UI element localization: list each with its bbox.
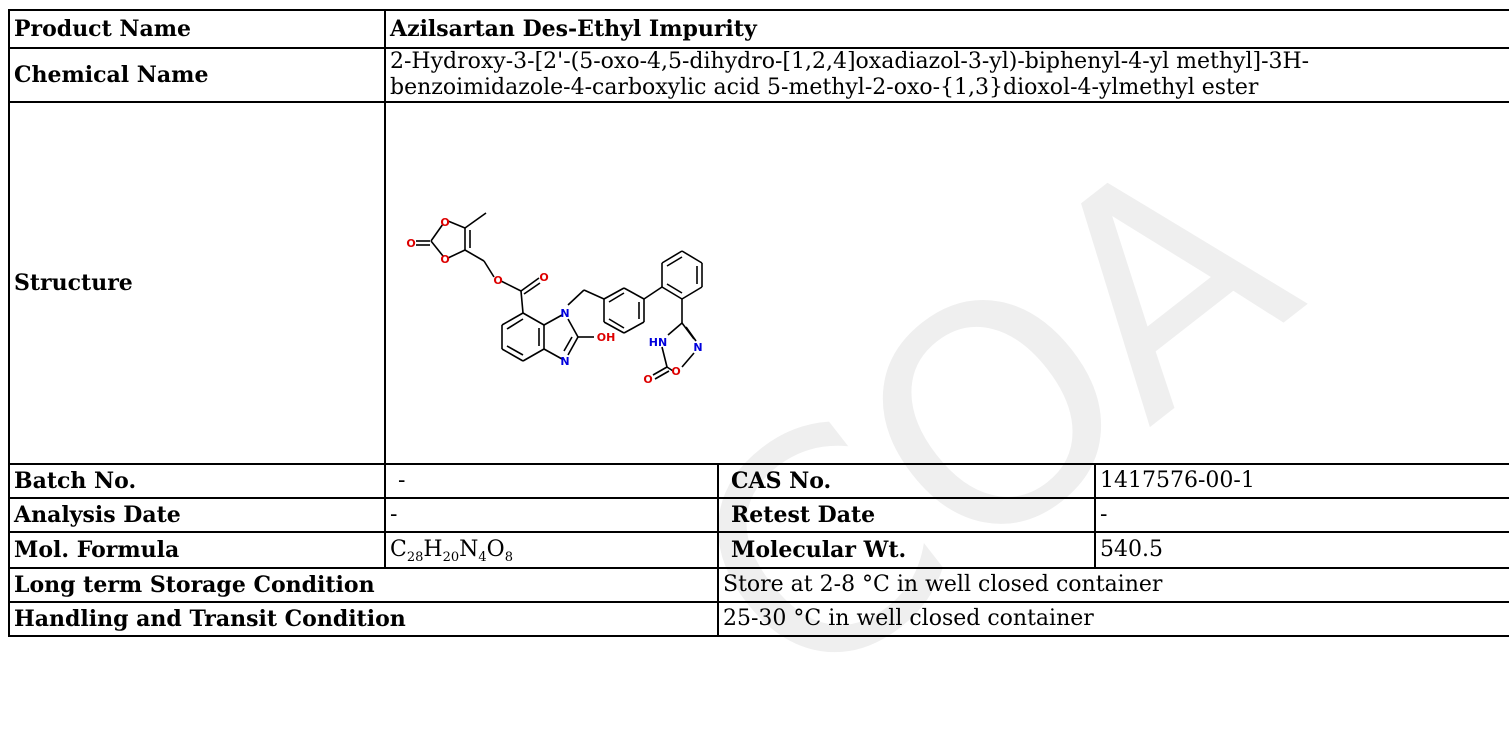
row-structure: Structure — [8, 101, 1509, 465]
row-storage: Long term Storage Condition Store at 2-8… — [8, 567, 1509, 603]
retest-date-label: Retest Date — [717, 497, 1096, 533]
structure-label: Structure — [8, 101, 386, 465]
row-analysis-retest: Analysis Date - Retest Date - — [8, 497, 1509, 533]
mol-formula-label: Mol. Formula — [8, 531, 386, 569]
row-batch-cas: Batch No. - CAS No. 1417576-00-1 — [8, 463, 1509, 499]
row-product-name: Product Name Azilsartan Des-Ethyl Impuri… — [8, 9, 1509, 49]
batch-no-value: - — [384, 463, 719, 499]
handling-condition-label: Handling and Transit Condition — [8, 601, 719, 637]
batch-no-label: Batch No. — [8, 463, 386, 499]
atom-hn: HN — [649, 336, 667, 349]
product-name-value: Azilsartan Des-Ethyl Impurity — [384, 9, 1509, 49]
molecular-wt-label: Molecular Wt. — [717, 531, 1096, 569]
formula-o-count: 8 — [504, 550, 513, 565]
cas-no-value: 1417576-00-1 — [1094, 463, 1509, 499]
formula-o: O — [486, 537, 505, 562]
atom-o4: O — [493, 274, 502, 287]
chemical-name-value: 2-Hydroxy-3-[2'-(5-oxo-4,5-dihydro-[1,2,… — [384, 47, 1509, 103]
atom-o6: O — [671, 365, 680, 378]
retest-date-value: - — [1094, 497, 1509, 533]
atom-n2: N — [560, 355, 569, 368]
formula-h-count: 20 — [442, 550, 460, 565]
formula-c-count: 28 — [406, 550, 424, 565]
row-handling: Handling and Transit Condition 25-30 °C … — [8, 601, 1509, 637]
row-chemical-name: Chemical Name 2-Hydroxy-3-[2'-(5-oxo-4,5… — [8, 47, 1509, 103]
atom-n1: N — [560, 307, 569, 320]
mol-formula-value: C28H20N4O8 — [384, 531, 719, 569]
formula-c: C — [390, 537, 407, 562]
handling-condition-value: 25-30 °C in well closed container — [717, 601, 1509, 637]
storage-condition-value: Store at 2-8 °C in well closed container — [717, 567, 1509, 603]
coa-table: Product Name Azilsartan Des-Ethyl Impuri… — [8, 9, 1509, 637]
atom-o1: O — [440, 216, 449, 229]
analysis-date-label: Analysis Date — [8, 497, 386, 533]
structure-image: O O O O O N N OH HN N O O — [406, 212, 703, 386]
chemical-name-line-1: 2-Hydroxy-3-[2'-(5-oxo-4,5-dihydro-[1,2,… — [390, 49, 1310, 74]
storage-condition-label: Long term Storage Condition — [8, 567, 719, 603]
molecular-wt-value: 540.5 — [1094, 531, 1509, 569]
formula-n: N — [459, 537, 479, 562]
chemical-name-line-2: benzoimidazole-4-carboxylic acid 5-methy… — [390, 75, 1259, 100]
analysis-date-value: - — [384, 497, 719, 533]
product-name-label: Product Name — [8, 9, 386, 49]
atom-n3: N — [693, 341, 702, 354]
atom-o2: O — [440, 253, 449, 266]
atom-o3: O — [406, 237, 415, 250]
formula-n-count: 4 — [478, 550, 487, 565]
structure-bonds — [416, 212, 703, 380]
atom-o5: O — [539, 271, 548, 284]
structure-cell: O O O O O N N OH HN N O O — [384, 101, 1509, 465]
cas-no-label: CAS No. — [717, 463, 1096, 499]
atom-oh: OH — [597, 331, 616, 344]
chemical-name-label: Chemical Name — [8, 47, 386, 103]
formula-h: H — [423, 537, 443, 562]
row-formula-mw: Mol. Formula C28H20N4O8 Molecular Wt. 54… — [8, 531, 1509, 569]
atom-o7: O — [643, 373, 652, 386]
